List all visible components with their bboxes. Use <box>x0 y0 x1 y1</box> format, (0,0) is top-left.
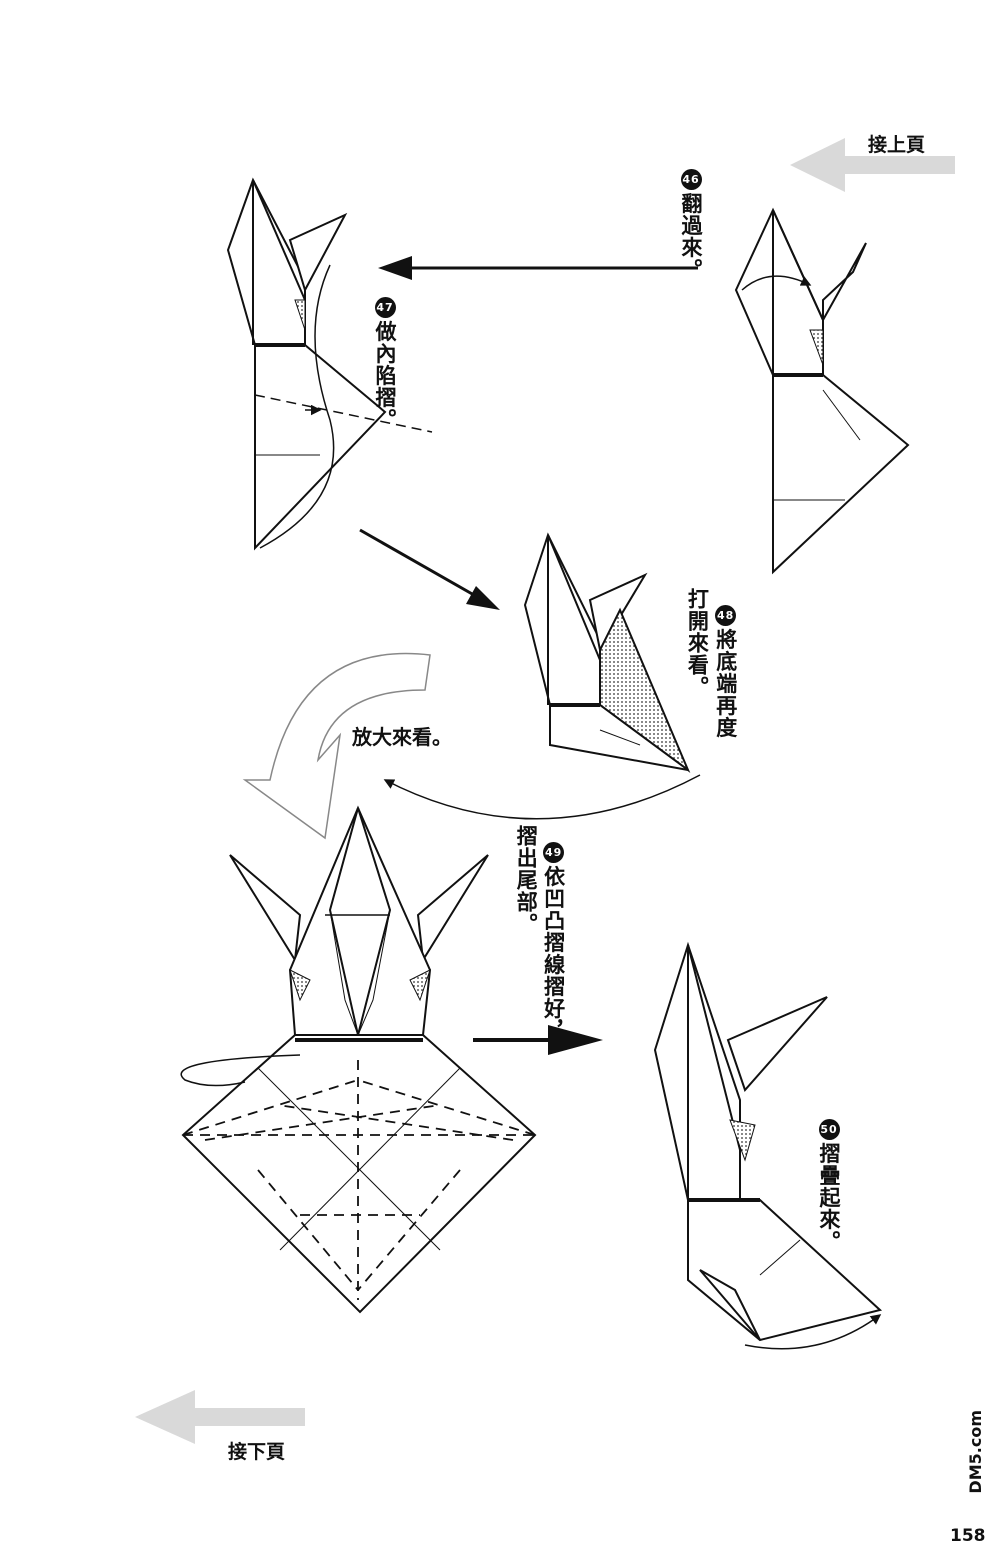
figure-step-48 <box>523 532 691 773</box>
zoom-label: 放大來看。 <box>352 725 452 749</box>
figure-step-46 <box>734 207 910 575</box>
step-47-text: 做內陷摺。 <box>373 320 397 431</box>
step-50-number: 50 <box>818 1118 840 1140</box>
step-48-text: 將底端再度 打開來看。 <box>685 588 738 739</box>
step-48-instruction: 48將底端再度 打開來看。 <box>683 588 768 739</box>
step-arrow-49 <box>473 1025 603 1055</box>
next-page-label[interactable]: 接下頁 <box>228 1441 286 1463</box>
step-49-instruction: 49依凹凸摺線摺好， 摺出尾部。 <box>512 825 594 1042</box>
step-47-number: 47 <box>374 296 396 318</box>
step-49-text: 依凹凸摺線摺好， 摺出尾部。 <box>514 825 566 1042</box>
figure-step-50 <box>653 941 883 1350</box>
step-46-text: 翻過來。 <box>679 192 703 281</box>
page-number: 158 <box>950 1526 986 1546</box>
step-arrow-47 <box>359 528 500 610</box>
figure-step-49 <box>180 805 537 1314</box>
prev-page-label[interactable]: 接上頁 <box>868 134 926 156</box>
curve-arrow-48 <box>383 774 701 820</box>
step-50-instruction: 50摺疊起來。 <box>817 1102 861 1253</box>
next-page-arrow-icon[interactable] <box>135 1390 305 1444</box>
step-47-instruction: 47做內陷摺。 <box>373 280 417 431</box>
zoom-arrow-icon <box>242 652 431 840</box>
step-arrow-46 <box>378 256 698 280</box>
prev-page-arrow-icon[interactable] <box>790 138 955 192</box>
step-46-instruction: 46翻過來。 <box>679 152 723 281</box>
step-49-number: 49 <box>543 841 565 863</box>
step-50-text: 摺疊起來。 <box>817 1142 841 1253</box>
figure-step-47 <box>226 177 433 551</box>
watermark: DM5.com <box>966 1410 985 1494</box>
step-48-number: 48 <box>715 604 737 626</box>
step-46-number: 46 <box>680 168 702 190</box>
